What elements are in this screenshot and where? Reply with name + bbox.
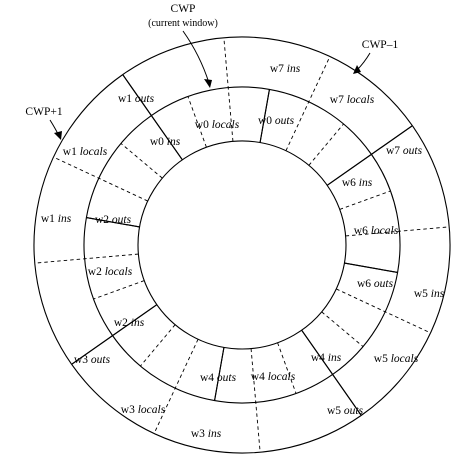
label-w7-locals: w7 locals [330,94,375,106]
label-w4-outs: w4 outs [200,372,237,384]
label-w3-ins: w3 ins [191,428,222,440]
label-w3-locals: w3 locals [121,404,166,416]
label-w5-locals: w5 locals [374,353,419,365]
label-w2-outs: w2 outs [95,214,132,226]
window-start-edge [71,304,158,365]
window-start-edge [344,262,398,273]
label-w5-ins: w5 ins [414,288,445,300]
window-divider [140,324,176,367]
label-w1-locals: w1 locals [63,146,108,158]
window-divider [277,342,297,394]
window-outer-arc [214,272,399,404]
label-w1-outs: w1 outs [118,93,155,105]
label-w6-locals: w6 locals [354,225,399,237]
window-outer-arc [360,125,451,416]
window-start-edge [301,329,362,416]
window-outer-arc [71,363,362,454]
cwp-pointer-arrow [182,30,210,84]
pointer-callouts: CWP (current window) CWP–1 CWP+1 [25,3,398,140]
window-outer-arc [122,36,413,127]
cwp-callout-label: CWP [171,3,196,15]
window-outer-arc [33,74,124,365]
window-divider [321,311,364,347]
window-divider [187,96,207,148]
cwp-minus-callout-label: CWP–1 [362,39,399,51]
window-divider [223,37,234,142]
label-w7-outs: w7 outs [386,145,423,157]
window-ring-outlines [33,36,451,454]
label-w1-ins: w1 ins [41,213,72,225]
window-divider [308,123,344,166]
label-w7-ins: w7 ins [270,63,301,75]
window-end-edge [86,217,140,228]
window-divider [345,226,450,237]
label-w3-outs: w3 outs [74,354,111,366]
label-w6-outs: w6 outs [357,278,394,290]
label-w0-outs: w0 outs [258,115,295,127]
window-divider [53,156,148,202]
label-w4-locals: w4 locals [251,371,296,383]
label-w0-ins: w0 ins [150,136,181,148]
window-divider [339,190,391,210]
window-labels: w0 ins w0 locals w0 outs w7 ins w7 local… [41,63,445,440]
window-divider [93,280,145,300]
window-start-edge [214,347,225,401]
cwp-minus-pointer-arrowhead [353,65,361,74]
window-divider [153,339,199,434]
window-divider [120,143,163,179]
window-end-edge [122,74,183,161]
label-w2-ins: w2 ins [114,317,145,329]
label-w4-ins: w4 ins [311,352,342,364]
ring-inner-circle [137,140,347,350]
window-outer-arc [85,86,270,218]
window-start-edge [326,125,413,186]
cwp-plus-callout-label: CWP+1 [25,106,62,118]
cwp-minus-pointer-arrow [356,52,371,71]
cwp-plus-pointer-arrow [49,119,59,135]
label-w2-locals: w2 locals [88,266,133,278]
window-start-edge [259,89,270,143]
cwp-callout-sublabel: (current window) [148,18,218,29]
window-divider [34,253,139,264]
window-divider [336,288,431,334]
cwp-plus-pointer-arrowhead [54,131,62,140]
cwp-pointer-arrowhead [204,79,212,88]
label-w5-outs: w5 outs [327,405,364,417]
window-divider [250,348,261,453]
label-w0-locals: w0 locals [195,119,240,131]
window-divider [285,56,331,151]
label-w6-ins: w6 ins [342,177,373,189]
window-outer-arc [83,217,215,402]
